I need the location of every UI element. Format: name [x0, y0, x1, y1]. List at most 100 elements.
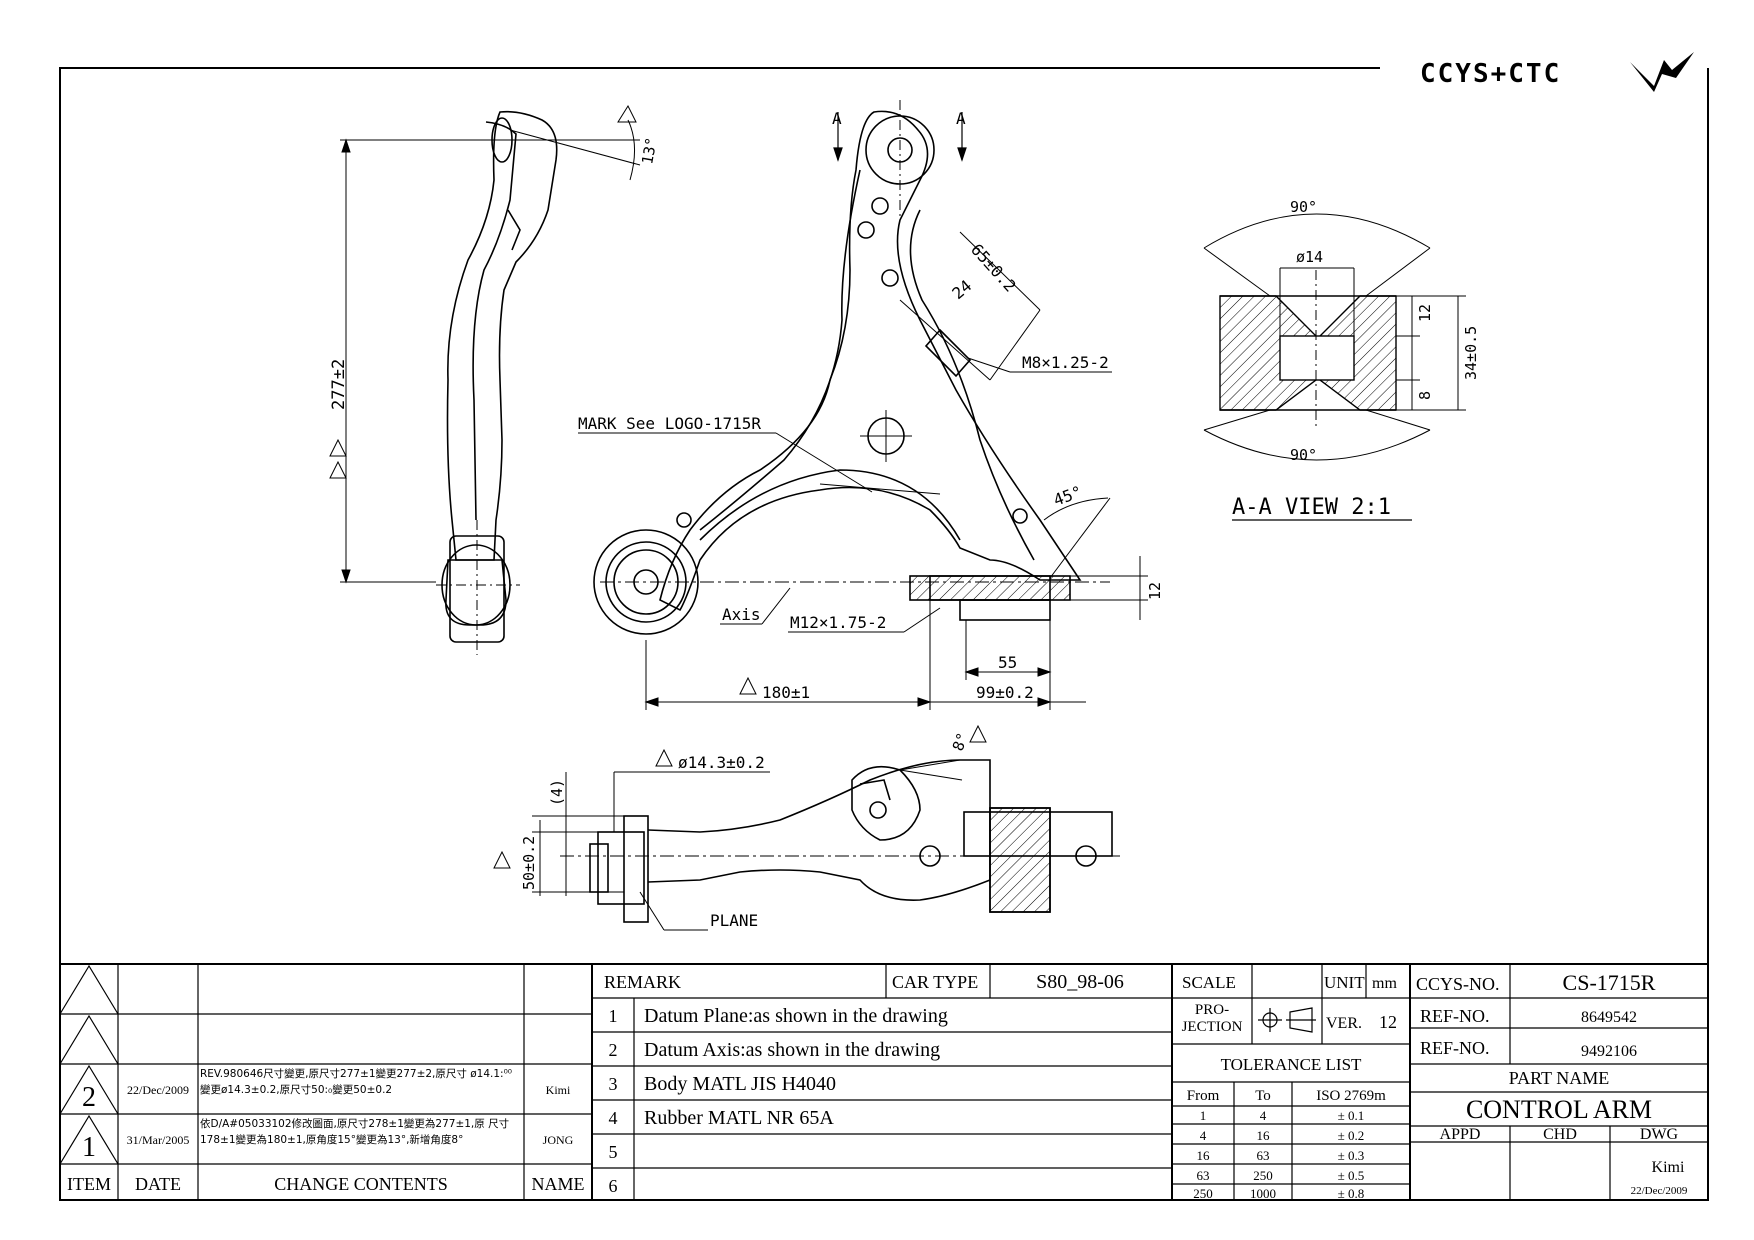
dim-277-label: 277±2: [329, 359, 349, 410]
tol-value: ± 0.8: [1338, 1186, 1365, 1201]
remark-num: 1: [609, 1006, 618, 1026]
aa-d12: 12: [1416, 304, 1434, 322]
tol-iso-header: ISO 2769m: [1316, 1088, 1386, 1104]
tol-value: ± 0.2: [1338, 1128, 1365, 1143]
rev-contents-2: REV.980646尺寸變更,原尺寸277±1變更277±2,原尺寸 ø14.1…: [200, 1068, 512, 1096]
mark-label: MARK See LOGO-1715R: [578, 414, 761, 433]
unit-label: UNIT: [1324, 973, 1365, 992]
projection-label-wrap: PRO-JECTION: [1181, 1002, 1243, 1035]
tol-from: 16: [1197, 1148, 1211, 1163]
aa-d34: 34±0.5: [1462, 326, 1480, 380]
ref-value-1: 8649542: [1581, 1009, 1637, 1026]
remark-label: REMARK: [604, 972, 681, 992]
ver-value: 12: [1379, 1012, 1397, 1032]
aa-view: [1203, 213, 1466, 461]
rev-item-2: 2: [82, 1082, 96, 1113]
tolerance-rows: 1 4 ± 0.1 4 16 ± 0.2 16 63 ± 0.3 63 250 …: [1193, 1108, 1364, 1201]
section-a-right: A: [956, 109, 966, 128]
projection-label: PRO-JECTION: [1181, 1002, 1243, 1035]
tolerance-title: TOLERANCE LIST: [1221, 1055, 1362, 1074]
dim-55-label: 55: [998, 653, 1017, 672]
header-item: ITEM: [67, 1174, 111, 1194]
m8-leader: [967, 357, 1112, 373]
aa-d14: ø14: [1296, 248, 1323, 266]
remark-text: Datum Plane:as shown in the drawing: [644, 1005, 948, 1027]
dim-50: [493, 772, 624, 896]
tol-from-header: From: [1187, 1088, 1220, 1104]
remark-num: 6: [609, 1176, 618, 1196]
car-type-value: S80_98-06: [1036, 971, 1124, 993]
chd-label: CHD: [1543, 1126, 1577, 1143]
dim-24-label: 24: [948, 276, 975, 303]
tol-value: ± 0.3: [1338, 1148, 1365, 1163]
rev-date-2: 22/Dec/2009: [127, 1083, 189, 1097]
dim-8deg-label: 8°: [949, 730, 972, 753]
dim-14-3-label: ø14.3±0.2: [678, 753, 765, 772]
dim-12-label: 12: [1146, 582, 1164, 600]
tol-to: 4: [1260, 1108, 1267, 1123]
car-type-label: CAR TYPE: [892, 972, 978, 992]
dim-180-label: 180±1: [762, 683, 810, 702]
dim-13deg-label: 13°: [638, 136, 660, 166]
tol-from: 250: [1193, 1186, 1213, 1201]
appd-label: APPD: [1440, 1126, 1481, 1143]
tol-from: 4: [1200, 1128, 1207, 1143]
remark-num: 2: [609, 1040, 618, 1060]
dim-8deg: [899, 724, 987, 781]
header-contents: CHANGE CONTENTS: [274, 1174, 448, 1194]
remark-num: 5: [609, 1142, 618, 1162]
side-view: [436, 110, 558, 655]
scale-label: SCALE: [1182, 973, 1236, 992]
dwg-date: 22/Dec/2009: [1631, 1185, 1688, 1197]
ref-value-2: 9492106: [1581, 1043, 1637, 1060]
aa-90-top: 90°: [1290, 198, 1317, 216]
dim-50-label: 50±0.2: [520, 836, 538, 890]
front-view: [593, 100, 1110, 635]
dim-99-label: 99±0.2: [976, 683, 1034, 702]
remark-rows: 1 Datum Plane:as shown in the drawing 2 …: [609, 1005, 948, 1196]
axis-leader: [720, 587, 791, 625]
ccys-value: CS-1715R: [1563, 970, 1656, 995]
header-date: DATE: [135, 1174, 181, 1194]
remark-num: 3: [609, 1074, 618, 1094]
dim-277: [329, 138, 500, 584]
ref-label-1: REF-NO.: [1420, 1006, 1490, 1026]
tol-to-header: To: [1255, 1088, 1271, 1104]
dim-bottom: [644, 600, 1086, 710]
tol-from: 63: [1197, 1168, 1210, 1183]
part-name-label: PART NAME: [1509, 1068, 1609, 1088]
rev-date-1: 31/Mar/2005: [127, 1133, 190, 1147]
tol-to: 250: [1253, 1168, 1273, 1183]
axis-label: Axis: [722, 605, 761, 624]
rev-contents-1-wrap: 依D/A#05033102修改圖面,原尺寸278±1變更為277±1,原 尺寸1…: [200, 1118, 510, 1146]
tol-value: ± 0.5: [1338, 1168, 1365, 1183]
rev-name-2: Kimi: [546, 1083, 571, 1097]
dim-45deg-label: 45°: [1051, 482, 1085, 510]
sheet-border: [59, 67, 1709, 1201]
tol-to: 1000: [1250, 1186, 1276, 1201]
rev-contents-2-wrap: REV.980646尺寸變更,原尺寸277±1變更277±2,原尺寸 ø14.1…: [200, 1068, 512, 1096]
header-name: NAME: [532, 1174, 585, 1194]
remark-text: Datum Axis:as shown in the drawing: [644, 1039, 940, 1061]
dwg-label: DWG: [1640, 1126, 1679, 1143]
plane-label: PLANE: [710, 911, 758, 930]
aa-90-bottom: 90°: [1290, 446, 1317, 464]
dim-65-label: 65±0.2: [967, 240, 1020, 296]
remark-text: Body MATL JIS H4040: [644, 1073, 836, 1095]
ccys-label: CCYS-NO.: [1416, 974, 1500, 994]
rev-contents-1: 依D/A#05033102修改圖面,原尺寸278±1變更為277±1,原 尺寸1…: [200, 1118, 510, 1146]
mark-leader: [578, 432, 941, 495]
dim-4-label: (4): [548, 779, 566, 806]
ver-label: VER.: [1326, 1015, 1362, 1032]
dim-13deg: [500, 104, 641, 181]
rev-item-1: 1: [82, 1132, 96, 1163]
aa-view-title: A-A VIEW 2:1: [1232, 495, 1391, 520]
dim-45deg: [1043, 497, 1111, 579]
section-a-left: A: [832, 109, 842, 128]
ref-label-2: REF-NO.: [1420, 1038, 1490, 1058]
svg-text:CCYS+CTC: CCYS+CTC: [1420, 59, 1561, 89]
section-a-arrows: [833, 112, 967, 162]
plane-leader: [639, 891, 708, 931]
title-block-grid: [59, 963, 1708, 1200]
